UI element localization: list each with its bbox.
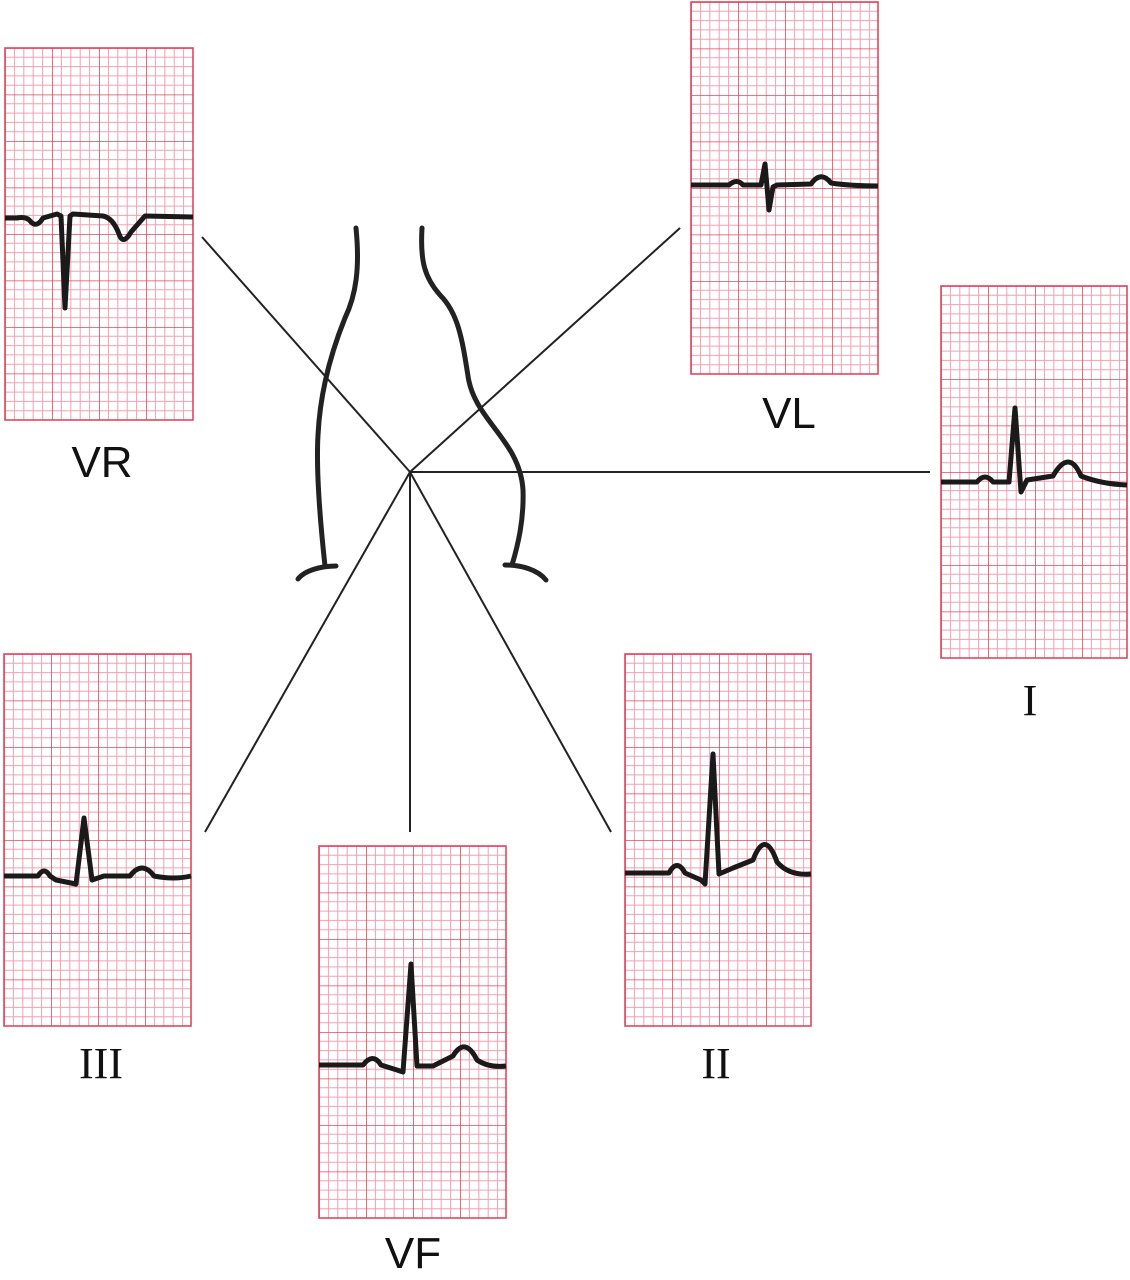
ecg-trace [625,751,812,887]
ecg-grid [4,47,194,421]
lead-label-vl: VL [762,389,816,438]
ecg-panel-vr [4,47,194,421]
axis-line-vl [409,227,681,473]
ecg-panel-vl [690,1,879,375]
axis-line-ii [409,471,612,833]
ecg-panel-iii [3,653,192,1027]
axis-line-iii [204,471,411,833]
ecg-grid [690,1,879,375]
lead-axes [201,227,930,833]
body-outline-icon [295,225,549,583]
ecg-panel-vf [318,845,507,1219]
ecg-trace [5,211,194,311]
ecg-panel-ii [624,653,812,1027]
lead-label-i: I [1023,676,1038,725]
ecg-trace [691,161,879,213]
ecg-grid [940,285,1128,659]
axis-line-vr [201,236,411,473]
lead-label-iii: III [79,1039,123,1088]
ecg-trace [4,815,192,887]
ecg-trace [941,405,1128,495]
ecg-trace [319,961,507,1075]
lead-label-vr: VR [71,438,132,487]
lead-label-ii: II [701,1039,730,1088]
lead-label-vf: VF [385,1229,441,1278]
ecg-panel-i [940,285,1128,659]
ecg-grid [3,653,192,1027]
